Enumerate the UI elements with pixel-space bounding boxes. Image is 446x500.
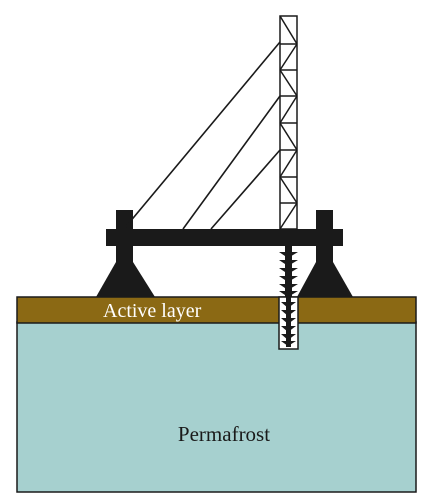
active-layer-label: Active layer bbox=[103, 300, 202, 322]
lattice-mast bbox=[279, 15, 298, 230]
permafrost-label: Permafrost bbox=[178, 422, 270, 446]
left-footing-cone bbox=[96, 262, 155, 297]
permafrost-block bbox=[16, 321, 417, 493]
crossbeam bbox=[106, 229, 343, 246]
screw-pile-upper bbox=[279, 246, 298, 298]
active-layer-band bbox=[16, 296, 417, 324]
guy-wires bbox=[123, 41, 281, 230]
screw-pile-helix bbox=[281, 297, 296, 347]
right-footing-cone bbox=[297, 262, 353, 297]
